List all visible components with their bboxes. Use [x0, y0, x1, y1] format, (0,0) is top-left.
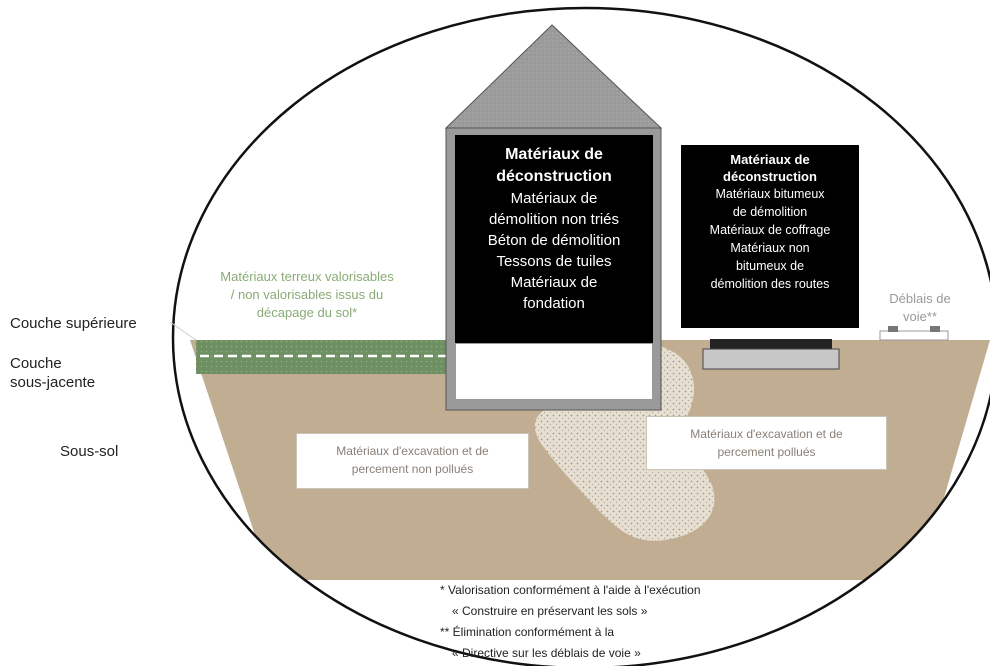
excavation-polluted-line: percement pollués — [717, 445, 816, 459]
road-item: Matériaux bitumeux — [715, 187, 825, 201]
topsoil-line: Matériaux terreux valorisables — [220, 269, 394, 284]
track-spoil-label: Déblais de voie** — [870, 290, 970, 326]
rail-tie — [888, 326, 898, 332]
building-item: Matériaux de — [510, 274, 598, 291]
excavation-clean-box: Matériaux d'excavation et de percement n… — [296, 433, 529, 489]
road-item: démolition des routes — [710, 277, 830, 291]
topsoil-line: / non valorisables issus du — [230, 287, 384, 302]
label-subsoil: Sous-sol — [60, 443, 119, 460]
house-interior — [456, 344, 652, 399]
topsoil-line: décapage du sol* — [256, 305, 358, 320]
label-top-layer: Couche supérieure — [10, 315, 137, 332]
topsoil-strip — [196, 340, 448, 374]
footnote-line: « Directive sur les déblais de voie » — [452, 646, 641, 660]
footnotes: * Valorisation conformément à l'aide à l… — [440, 580, 701, 664]
topsoil-materials-text: Matériaux terreux valorisables / non val… — [198, 268, 416, 322]
road-base — [702, 348, 840, 370]
road-item: bitumeux de — [735, 259, 805, 273]
track-spoil-line: voie** — [903, 309, 937, 324]
road-materials-box: Matériaux de déconstruction Matériaux bi… — [681, 145, 859, 328]
building-materials-box: Matériaux de déconstruction Matériaux de… — [455, 135, 653, 343]
road-item: Matériaux non — [730, 241, 810, 255]
rail-tie — [930, 326, 940, 332]
excavation-clean-line: percement non pollués — [351, 462, 474, 476]
excavation-clean-line: Matériaux d'excavation et de — [336, 444, 489, 458]
layer-pointer-line — [169, 321, 197, 341]
building-heading: déconstruction — [496, 168, 612, 185]
building-item: Béton de démolition — [487, 232, 621, 249]
road-heading: déconstruction — [723, 169, 817, 184]
rail-track — [879, 330, 949, 341]
road-surface — [710, 339, 832, 349]
footnote-line: ** Élimination conformément à la — [440, 625, 615, 639]
road-item: Matériaux de coffrage — [709, 223, 831, 237]
building-item: Matériaux de — [510, 190, 598, 207]
road-item: de démolition — [732, 205, 808, 219]
house-roof — [444, 24, 663, 129]
building-item: démolition non triés — [488, 211, 620, 228]
footnote-line: « Construire en préservant les sols » — [452, 604, 648, 618]
road-heading: Matériaux de — [730, 152, 810, 167]
excavation-polluted-box: Matériaux d'excavation et de percement p… — [646, 416, 887, 470]
excavation-polluted-line: Matériaux d'excavation et de — [690, 427, 843, 441]
contamination-plume — [534, 345, 715, 541]
boundary-ellipse — [171, 6, 990, 666]
footnote-line: * Valorisation conformément à l'aide à l… — [440, 583, 701, 597]
label-sub-layer-line1: Couche — [10, 355, 62, 372]
building-heading: Matériaux de — [505, 146, 603, 163]
track-spoil-line: Déblais de — [889, 291, 951, 306]
building-item: fondation — [523, 295, 585, 312]
building-item: Tessons de tuiles — [496, 253, 612, 270]
label-sub-layer-line2: sous-jacente — [10, 374, 96, 391]
